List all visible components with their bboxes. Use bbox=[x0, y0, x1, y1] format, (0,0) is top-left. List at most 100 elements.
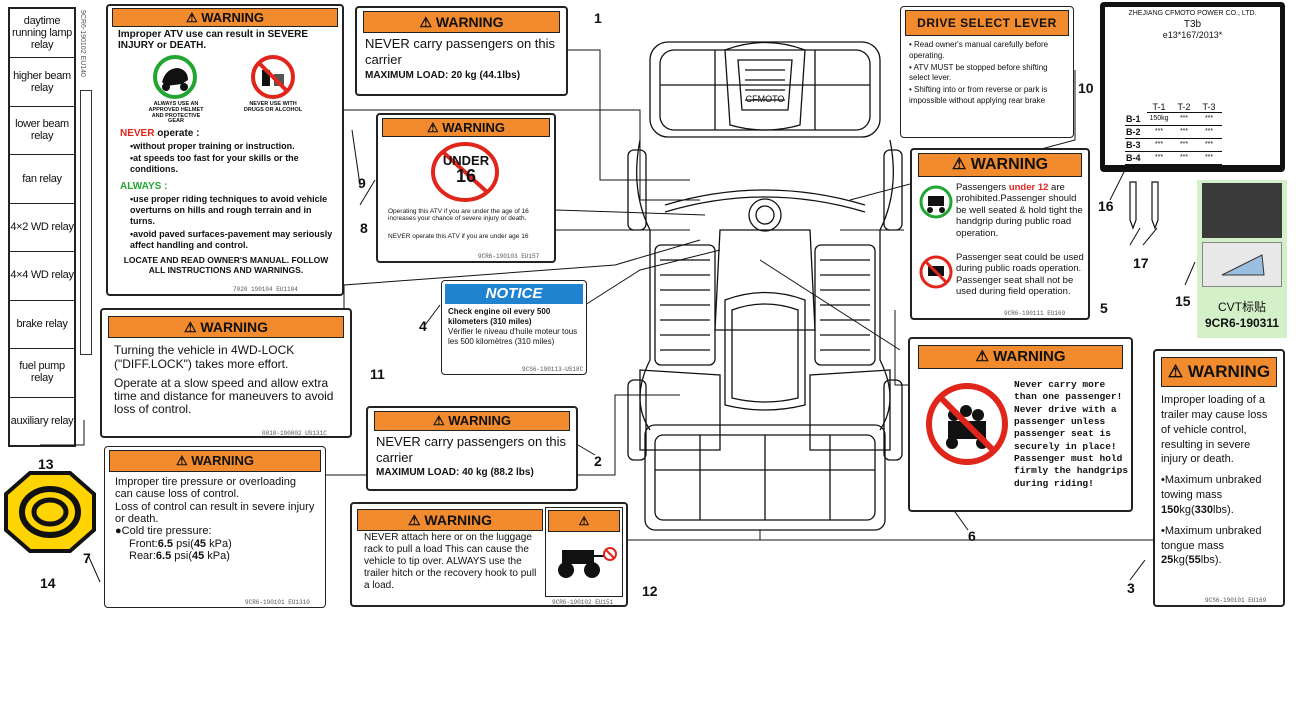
callout-15: 15 bbox=[1175, 293, 1191, 309]
relay-item: 4×4 WD relay bbox=[10, 251, 74, 301]
label-4-header: NOTICE bbox=[445, 284, 583, 304]
plate-row-name: B-3 bbox=[1125, 138, 1147, 152]
label-9-icon1-caption: ALWAYS USE AN APPROVED HELMET AND PROTEC… bbox=[148, 101, 204, 125]
notice-label-4: NOTICE Check engine oil every 500 kilome… bbox=[441, 280, 587, 375]
cvt-decal-icon bbox=[1221, 254, 1265, 276]
relay-panel-code: 9CR6-190102 EU140 bbox=[79, 10, 86, 77]
no-towing-from-rack-icon bbox=[558, 547, 617, 578]
label-4-code: 9CS6-190113-US18C bbox=[522, 366, 584, 373]
label-5-text-1: Passengers under 12 are prohibited.Passe… bbox=[956, 182, 1083, 239]
cvt-label: CVT标贴 9CR6-190311 bbox=[1197, 180, 1287, 338]
plate-cell: *** bbox=[1171, 112, 1197, 126]
label-2-text: NEVER carry passengers on this carrier bbox=[376, 434, 567, 465]
plate-row: B-4********* bbox=[1125, 151, 1222, 165]
warning-label-2: ⚠ WARNING NEVER carry passengers on this… bbox=[366, 406, 578, 491]
label-1-text: NEVER carry passengers on this carrier bbox=[365, 36, 556, 67]
label-9-footer: LOCATE AND READ OWNER'S MANUAL. FOLLOW A… bbox=[123, 255, 329, 276]
label-5-text-2: Passenger seat could be used during publ… bbox=[956, 252, 1084, 298]
label-12-text: NEVER attach here or on the luggage rack… bbox=[364, 532, 537, 591]
plate-type: T3b bbox=[1183, 19, 1202, 30]
label-9-intro: Improper ATV use can result in SEVERE IN… bbox=[118, 29, 309, 51]
label-7-p2: Loss of control can result in severe inj… bbox=[115, 500, 315, 525]
label-8-badge-num: 16 bbox=[455, 166, 477, 186]
label-10-bullet-3: • Shifting into or from reverse or park … bbox=[909, 85, 1048, 105]
plate-col-header: T-2 bbox=[1171, 102, 1197, 113]
label-7-code: 9CR6-190101 EU1310 bbox=[245, 599, 310, 606]
cvt-photo-1 bbox=[1202, 183, 1282, 238]
callout-10: 10 bbox=[1078, 80, 1094, 96]
plate-cell: *** bbox=[1196, 125, 1222, 139]
label-1-header: ⚠ WARNING bbox=[363, 11, 560, 33]
plate-row-name: B-2 bbox=[1125, 125, 1147, 139]
plate-approval: e13*167/2013* bbox=[1162, 30, 1223, 40]
callout-6: 6 bbox=[968, 528, 976, 544]
relay-item: daytime running lamp relay bbox=[10, 9, 74, 59]
label-9-icon2-caption: NEVER USE WITH DRUGS OR ALCOHOL bbox=[243, 101, 303, 113]
relay-item: fan relay bbox=[10, 154, 74, 204]
relay-item: auxiliary relay bbox=[10, 414, 74, 427]
plate-row-name: B-4 bbox=[1125, 151, 1147, 165]
cvt-code: 9CR6-190311 bbox=[1204, 316, 1280, 330]
plate-inner: ZHEJIANG CFMOTO POWER CO., LTD. T3b e13*… bbox=[1105, 7, 1280, 165]
relay-item: higher beam relay bbox=[10, 57, 74, 107]
callout-11: 11 bbox=[370, 366, 385, 382]
label-9-never-2: •at speeds too fast for your skills or t… bbox=[130, 153, 299, 174]
label-4-line-2: Vérifier le niveau d'huile moteur tous l… bbox=[448, 327, 578, 346]
label-7-p1: Improper tire pressure or overloading ca… bbox=[115, 476, 296, 501]
warning-label-12: ⚠ WARNING NEVER attach here or on the lu… bbox=[350, 502, 628, 607]
label-5-header: ⚠ WARNING bbox=[918, 153, 1082, 177]
plate-cell: *** bbox=[1146, 125, 1172, 139]
atv-logo-text: CFMOTO bbox=[746, 94, 785, 104]
label-11-p2: Operate at a slow speed and allow extra … bbox=[114, 375, 334, 416]
label-5-code: 9CR6-190111 EU169 bbox=[1004, 310, 1066, 317]
plate-row: B-2********* bbox=[1125, 125, 1222, 139]
relay-item: 4×2 WD relay bbox=[10, 203, 74, 253]
warning-label-7: ⚠ WARNING Improper tire pressure or over… bbox=[104, 446, 326, 608]
atv-top-view-diagram: CFMOTO bbox=[627, 41, 903, 531]
callout-14: 14 bbox=[40, 575, 56, 591]
label-9-always: ALWAYS : bbox=[120, 181, 168, 192]
label-9-never: NEVER operate : bbox=[120, 128, 200, 139]
label-7-p3: ●Cold tire pressure: bbox=[115, 525, 212, 538]
callout-13: 13 bbox=[38, 456, 54, 472]
warning-label-6: ⚠ WARNING Never carry more than one pass… bbox=[908, 337, 1133, 512]
no-drugs-alcohol-icon bbox=[251, 55, 295, 99]
cvt-title: CVT标贴 bbox=[1217, 300, 1266, 314]
label-8-text-2: NEVER operate this ATV if you are under … bbox=[388, 233, 529, 240]
label-3-header: ⚠ WARNING bbox=[1161, 357, 1277, 387]
callout-2: 2 bbox=[594, 453, 602, 469]
label-3-b1: •Maximum unbraked towing mass 150kg(330l… bbox=[1161, 474, 1262, 516]
callout-9: 9 bbox=[358, 175, 366, 191]
push-clip-icon bbox=[1129, 181, 1159, 230]
plate-row: B-3********* bbox=[1125, 138, 1222, 152]
warning-label-9: ⚠ WARNING Improper ATV use can result in… bbox=[106, 4, 344, 296]
label-9-never-1: •without proper training or instruction. bbox=[130, 141, 295, 151]
plate-cell: *** bbox=[1196, 112, 1222, 126]
cvt-photo-2 bbox=[1202, 242, 1282, 287]
label-11-header: ⚠ WARNING bbox=[108, 316, 344, 338]
label-4-line-1: Check engine oil every 500 kilometers (3… bbox=[448, 307, 551, 326]
label-2-header: ⚠ WARNING bbox=[374, 411, 570, 431]
label-10-bullet-1: • Read owner's manual carefully before o… bbox=[909, 40, 1049, 60]
plate-col-header: T-1 bbox=[1146, 102, 1172, 113]
label-9-always-1: •use proper riding techniques to avoid v… bbox=[130, 194, 328, 226]
callout-1: 1 bbox=[594, 10, 602, 26]
callout-4: 4 bbox=[419, 318, 427, 334]
warning-label-5: ⚠ WARNING Passengers under 12 are prohib… bbox=[910, 148, 1090, 320]
label-8-code: 9CR6-190103 EU157 bbox=[478, 253, 540, 260]
passenger-ok-icon bbox=[919, 185, 953, 219]
callout-12: 12 bbox=[642, 583, 658, 599]
warning-label-3: ⚠ WARNING Improper loading of a trailer … bbox=[1153, 349, 1285, 607]
plate-maker: ZHEJIANG CFMOTO POWER CO., LTD. bbox=[1128, 10, 1257, 17]
passenger-no-icon bbox=[919, 255, 953, 289]
label-6-header: ⚠ WARNING bbox=[918, 345, 1123, 369]
manufacturer-plate: ZHEJIANG CFMOTO POWER CO., LTD. T3b e13*… bbox=[1100, 2, 1285, 172]
relay-panel-tab bbox=[80, 90, 92, 355]
label-12-header: ⚠ WARNING bbox=[357, 509, 543, 531]
callout-8: 8 bbox=[360, 220, 368, 236]
